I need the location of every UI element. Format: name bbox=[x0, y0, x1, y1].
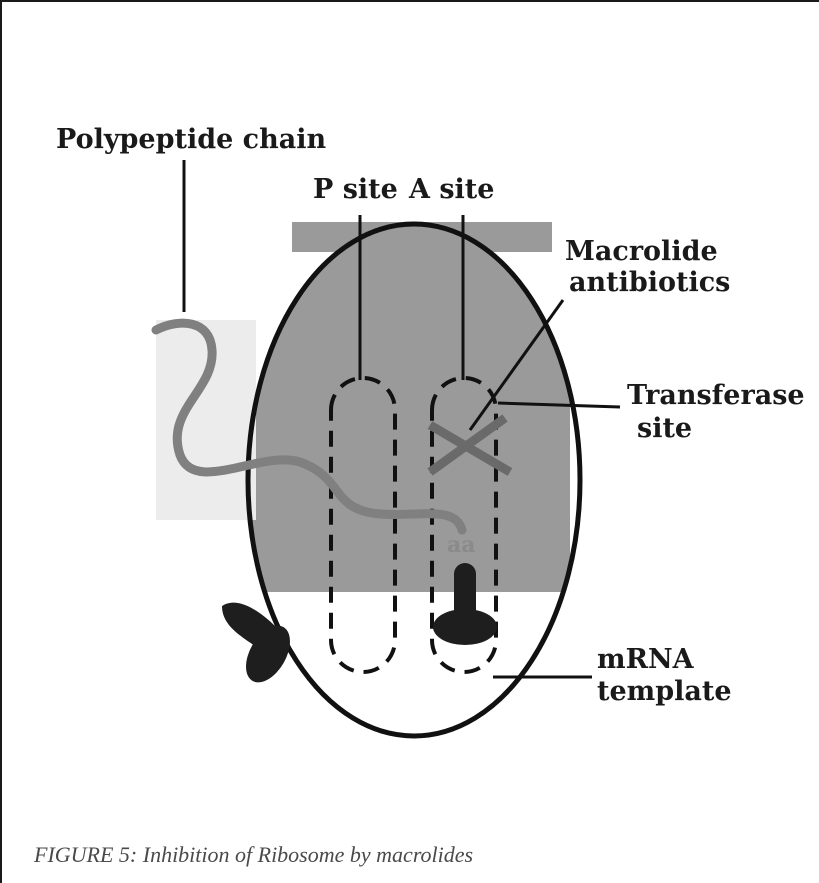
figure-caption: FIGURE 5: Inhibition of Ribosome by macr… bbox=[34, 842, 473, 868]
polypeptide-chain-label: Polypeptide chain bbox=[56, 124, 326, 155]
macrolide-label-line1: Macrolide bbox=[565, 236, 718, 267]
trna-a-site-stem bbox=[454, 563, 476, 625]
mrna-label-line1: mRNA bbox=[597, 644, 695, 675]
mrna-label-line2: template bbox=[597, 676, 732, 707]
trna-exiting bbox=[222, 603, 299, 690]
a-site-label: A site bbox=[408, 174, 494, 205]
large-subunit-fill bbox=[230, 222, 570, 592]
transferase-label-line1: Transferase bbox=[627, 380, 805, 411]
amino-acid-label: aa bbox=[447, 532, 476, 558]
background-shade bbox=[156, 320, 256, 520]
transferase-label-line2: site bbox=[637, 413, 692, 444]
macrolide-label-line2: antibiotics bbox=[569, 267, 730, 298]
p-site-label: P site bbox=[313, 174, 398, 205]
large-subunit bbox=[156, 222, 570, 592]
